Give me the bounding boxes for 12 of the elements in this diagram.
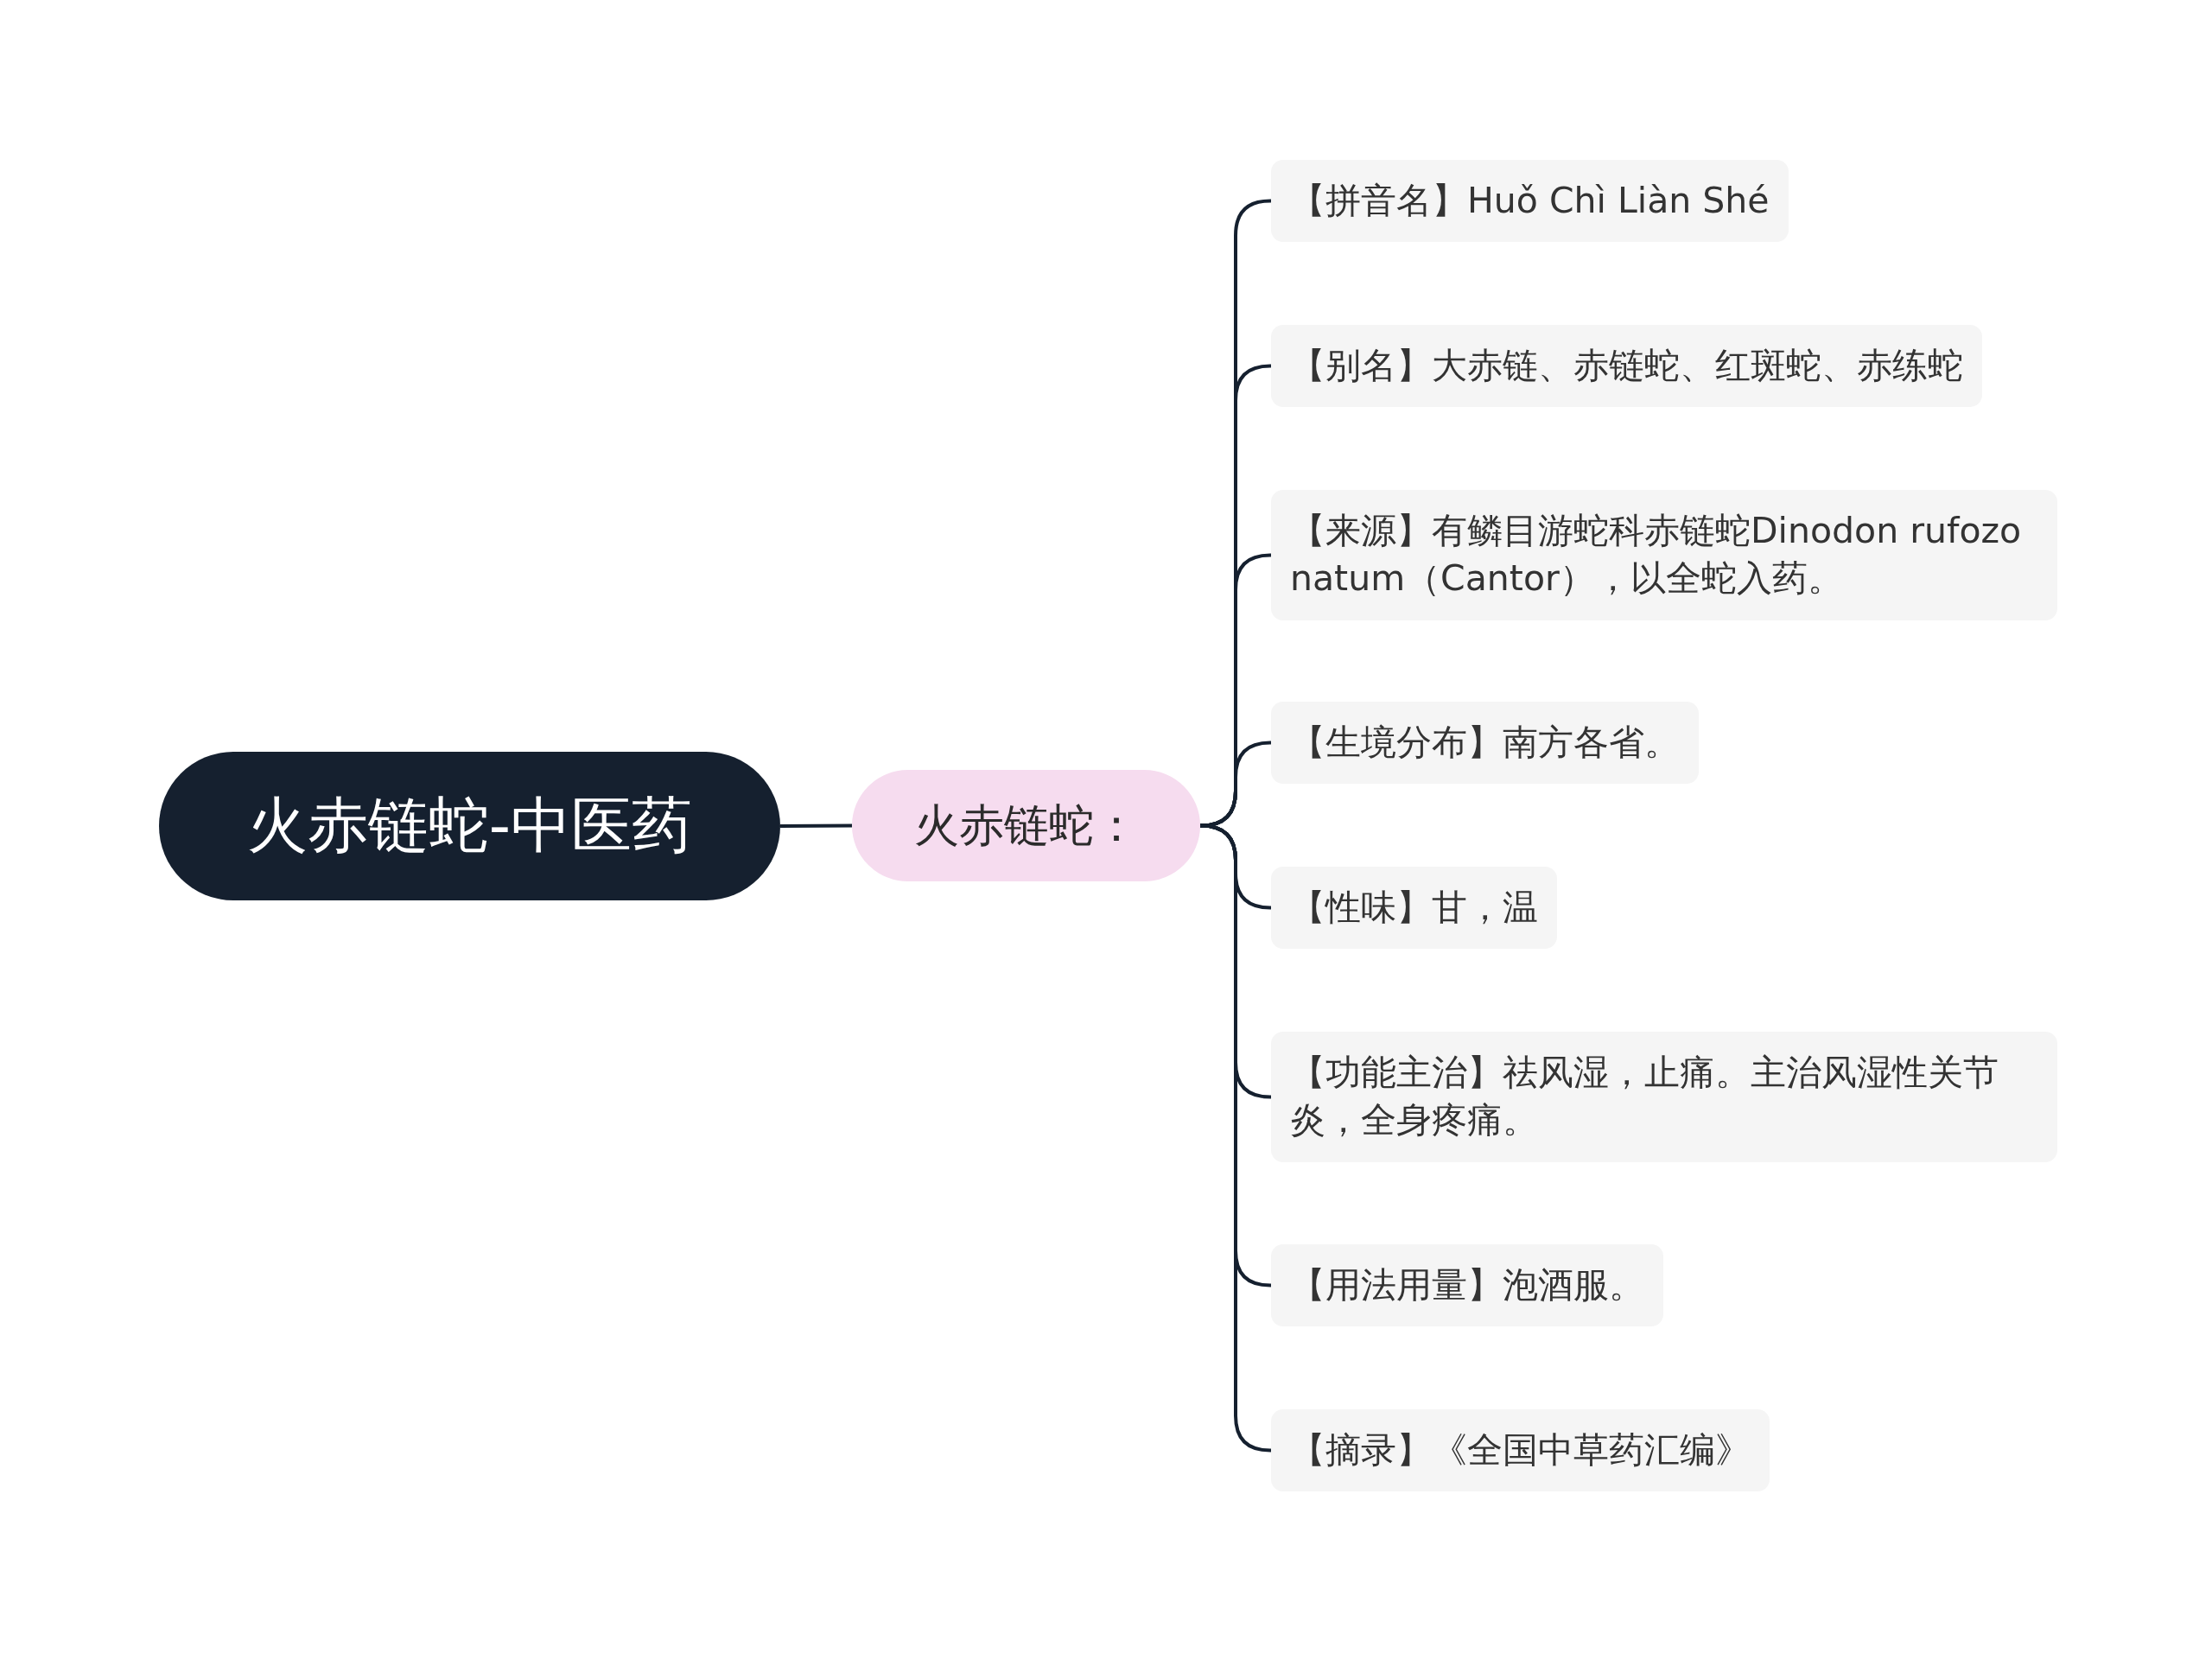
root-topic: 火赤链蛇-中医药 [159,752,780,900]
connector-line [780,823,852,828]
leaf-card: 【功能主治】祛风湿，止痛。主治风湿性关节炎，全身疼痛。 [1271,1032,2057,1162]
leaf-card: 【摘录】《全国中草药汇编》 [1271,1409,1770,1492]
leaf-card: 【别名】大赤链、赤链蛇、红斑蛇、赤练蛇 [1271,325,1982,408]
connector-line [1199,741,1272,828]
topic-pill: 火赤链蛇： [852,770,1200,881]
leaf-card: 【拼音名】Huǒ Chì Liàn Shé [1271,160,1789,243]
leaf-card: 【来源】有鳞目游蛇科赤链蛇Dinodon rufozonatum（Cantor），以全蛇入药。 [1271,490,2057,620]
leaf-card: 【性味】甘，温 [1271,867,1557,950]
leaf-card: 【生境分布】南方各省。 [1271,702,1699,785]
leaf-card: 【用法用量】泡酒服。 [1271,1244,1663,1327]
